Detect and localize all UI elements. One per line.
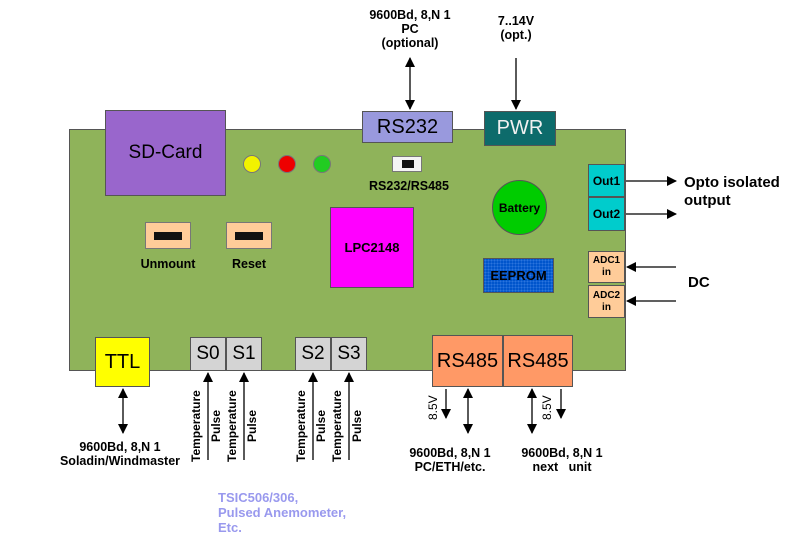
rs485-right-voltage-label: 8.5V bbox=[540, 395, 554, 420]
opto-line2: output bbox=[684, 192, 731, 209]
switch-label: RS232/RS485 bbox=[369, 179, 449, 193]
rs232-label: RS232 bbox=[376, 115, 439, 138]
s3-label: S3 bbox=[337, 343, 361, 364]
tsic-line1: TSIC506/306, bbox=[218, 490, 299, 505]
interface-switch bbox=[392, 156, 422, 172]
pwr-external-label: 7..14V (opt.) bbox=[486, 14, 546, 42]
pwr-voltage-text: 7..14V bbox=[497, 14, 535, 28]
rs485-left-label: RS485 bbox=[436, 349, 499, 372]
tsic-note: TSIC506/306, Pulsed Anemometer, Etc. bbox=[218, 490, 346, 535]
s2-label: S2 bbox=[301, 343, 325, 364]
ttl-connector: TTL bbox=[95, 337, 150, 387]
battery: Battery bbox=[492, 180, 547, 235]
rs485-left-baud-text: 9600Bd, 8,N 1 bbox=[409, 446, 491, 460]
out1-label: Out1 bbox=[592, 173, 621, 188]
pwr-optional-text: (opt.) bbox=[500, 28, 532, 42]
s2-pulse-label: Pulse bbox=[314, 409, 328, 442]
lpc2148-label: LPC2148 bbox=[344, 240, 400, 255]
opto-line1: Opto isolated bbox=[684, 174, 780, 191]
s3-temperature-label: Temperature bbox=[330, 390, 344, 462]
s0-pulse-label: Pulse bbox=[209, 409, 223, 442]
dc-label: DC bbox=[688, 274, 710, 291]
sd-card-label: SD-Card bbox=[128, 142, 203, 163]
adc2-terminal: ADC2 in bbox=[588, 285, 625, 318]
adc1-label: ADC1 bbox=[592, 255, 621, 266]
rs232-optional-text: (optional) bbox=[381, 36, 439, 50]
out2-terminal: Out2 bbox=[588, 197, 625, 231]
lpc2148-chip: LPC2148 bbox=[330, 207, 414, 288]
rs485-right-target-text: next unit bbox=[532, 460, 592, 474]
s2-terminal: S2 bbox=[295, 337, 331, 371]
rs485-right-baud-text: 9600Bd, 8,N 1 bbox=[521, 446, 603, 460]
s3-terminal: S3 bbox=[331, 337, 367, 371]
ttl-device-text: Soladin/Windmaster bbox=[59, 454, 181, 468]
adc1-in-label: in bbox=[602, 267, 611, 278]
battery-label: Battery bbox=[498, 200, 541, 215]
adc1-terminal: ADC1 in bbox=[588, 251, 625, 283]
out1-terminal: Out1 bbox=[588, 164, 625, 197]
rs485-connector-left: RS485 bbox=[432, 335, 503, 387]
pwr-label: PWR bbox=[496, 117, 544, 139]
switch-knob bbox=[402, 160, 414, 168]
rs485-left-target-text: PC/ETH/etc. bbox=[414, 460, 486, 474]
s2-temperature-label: Temperature bbox=[294, 390, 308, 462]
rs485-connector-right: RS485 bbox=[503, 335, 573, 387]
s0-terminal: S0 bbox=[190, 337, 226, 371]
rs232-connector: RS232 bbox=[362, 111, 453, 143]
rs232-pc-text: PC bbox=[401, 22, 419, 36]
s3-pulse-label: Pulse bbox=[350, 409, 364, 442]
s0-temperature-label: Temperature bbox=[189, 390, 203, 462]
ttl-external-label: 9600Bd, 8,N 1 Soladin/Windmaster bbox=[40, 440, 200, 468]
s1-terminal: S1 bbox=[226, 337, 262, 371]
ttl-baud-text: 9600Bd, 8,N 1 bbox=[79, 440, 161, 454]
unmount-label: Unmount bbox=[140, 257, 196, 271]
led-red bbox=[278, 155, 296, 173]
rs485-right-label: RS485 bbox=[507, 349, 569, 372]
reset-button bbox=[226, 222, 272, 249]
rs485-left-voltage-label: 8.5V bbox=[426, 395, 440, 420]
s1-label: S1 bbox=[232, 343, 256, 364]
pwr-connector: PWR bbox=[484, 111, 556, 146]
reset-label: Reset bbox=[231, 257, 267, 271]
out2-label: Out2 bbox=[592, 207, 621, 221]
led-green bbox=[313, 155, 331, 173]
eeprom-label: EEPROM bbox=[490, 268, 547, 283]
s1-temperature-label: Temperature bbox=[225, 390, 239, 462]
unmount-button bbox=[145, 222, 191, 249]
ttl-label: TTL bbox=[104, 350, 141, 373]
led-yellow bbox=[243, 155, 261, 173]
opto-label: Opto isolated output bbox=[684, 174, 780, 210]
tsic-line3: Etc. bbox=[218, 520, 242, 535]
rs232-external-label: 9600Bd, 8,N 1 PC (optional) bbox=[345, 8, 475, 50]
rs485-left-external-label: 9600Bd, 8,N 1 PC/ETH/etc. bbox=[395, 446, 505, 474]
adc2-label: ADC2 bbox=[592, 289, 621, 301]
adc2-in-label: in bbox=[602, 301, 611, 313]
tsic-line2: Pulsed Anemometer, bbox=[218, 505, 347, 520]
s0-label: S0 bbox=[196, 343, 220, 364]
eeprom-chip: EEPROM bbox=[483, 258, 554, 293]
rs485-right-external-label: 9600Bd, 8,N 1 next unit bbox=[507, 446, 617, 474]
rs232-baud-text: 9600Bd, 8,N 1 bbox=[369, 8, 451, 22]
sd-card-slot: SD-Card bbox=[105, 110, 226, 196]
s1-pulse-label: Pulse bbox=[245, 409, 259, 442]
